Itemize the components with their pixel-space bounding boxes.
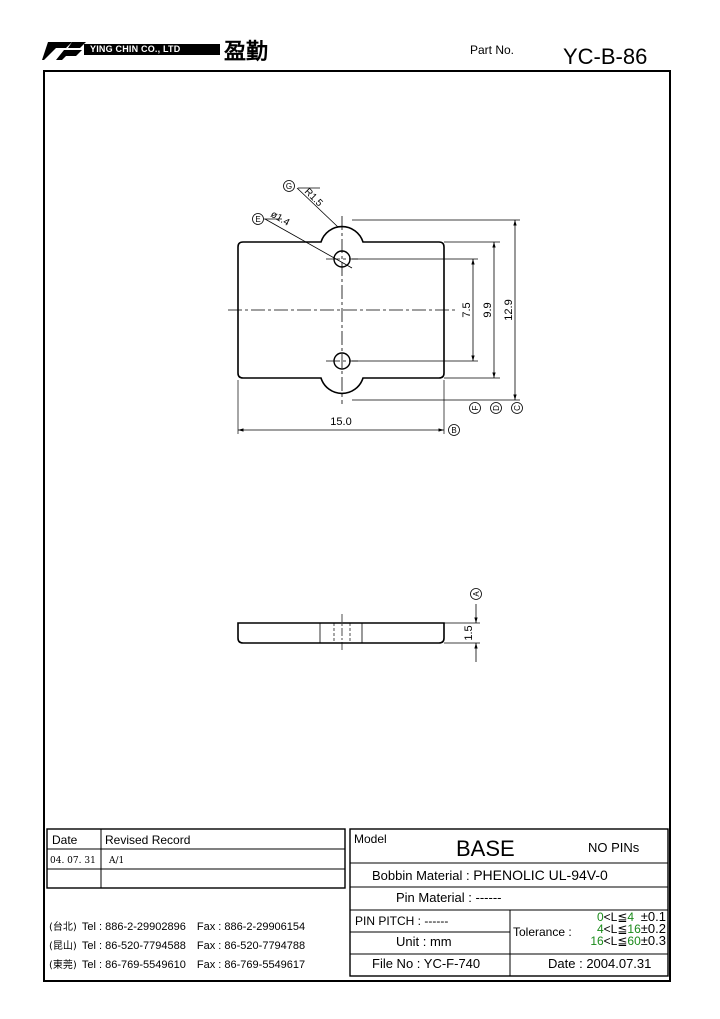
file-no-value: YC-F-740 xyxy=(423,956,481,971)
tag-g: G xyxy=(286,182,292,191)
company-name-cn: 盈勤 xyxy=(224,39,269,65)
dim-radius-text: R1.5 xyxy=(302,186,325,209)
office-row: (東莞) Tel : 86-769-5549610 Fax : 86-769-5… xyxy=(49,958,305,973)
side-view-outline xyxy=(237,622,445,644)
office-city: (昆山) xyxy=(49,941,77,952)
rev-row-record: A/1 xyxy=(109,856,125,866)
tag-c: C xyxy=(513,405,522,411)
office-fax: Fax : 86-769-5549617 xyxy=(196,959,306,971)
pin-material-row: Pin Material : ------ xyxy=(396,891,501,905)
rev-row-date: 04. 07. 31 xyxy=(50,856,96,866)
office-tel: Tel : 86-769-5549610 xyxy=(81,959,186,971)
date-label: Date : xyxy=(548,956,583,971)
logo-mark-icon xyxy=(42,42,86,60)
rev-record-header: Revised Record xyxy=(105,833,191,847)
logo-bar xyxy=(84,44,220,55)
office-city: (台北) xyxy=(49,922,77,933)
tag-d: D xyxy=(492,405,501,411)
pin-pitch-value: ------ xyxy=(424,914,449,928)
company-name-en: YING CHIN CO., LTD xyxy=(90,44,181,54)
pin-material-label: Pin Material : xyxy=(396,890,472,905)
tag-a: A xyxy=(472,591,481,597)
tag-e: E xyxy=(255,215,260,224)
unit-row: Unit : mm xyxy=(396,935,452,949)
model-value: BASE xyxy=(456,836,515,861)
bobbin-material-label: Bobbin Material : xyxy=(372,868,470,883)
unit-label: Unit : xyxy=(396,934,427,949)
model-label: Model xyxy=(354,832,387,846)
date-row: Date : 2004.07.31 xyxy=(548,957,651,971)
office-fax: Fax : 886-2-29906154 xyxy=(196,921,306,933)
pin-pitch-label: PIN PITCH : xyxy=(355,914,422,928)
plate-outline xyxy=(237,225,445,395)
office-tel: Tel : 886-2-29902896 xyxy=(81,921,186,933)
tolerance-list: 0<L≦4 ±0.1 4<L≦16±0.2 16<L≦60±0.3 xyxy=(584,909,666,948)
dim-total-text: 12.9 xyxy=(503,299,515,320)
dim-pitch-text: 7.5 xyxy=(461,302,473,317)
tolerance-row: 16<L≦60±0.3 xyxy=(590,933,666,948)
office-tel: Tel : 86-520-7794588 xyxy=(81,940,186,952)
tolerance-label: Tolerance : xyxy=(513,925,572,939)
tolerance-row: 0<L≦4 ±0.1 xyxy=(596,909,666,924)
part-no-label: Part No. xyxy=(470,43,515,57)
dim-width-text: 15.0 xyxy=(330,416,351,428)
pin-pitch-row: PIN PITCH : ------ xyxy=(355,914,448,928)
part-no-value: YC-B-86 xyxy=(563,44,648,69)
rev-date-header: Date xyxy=(52,833,78,847)
file-no-row: File No : YC-F-740 xyxy=(372,957,480,971)
drawing-frame xyxy=(43,70,671,982)
file-no-label: File No : xyxy=(372,956,421,971)
office-row: (昆山) Tel : 86-520-7794588 Fax : 86-520-7… xyxy=(49,939,305,954)
dim-inner-text: 9.9 xyxy=(482,302,494,317)
center-lines xyxy=(228,216,456,404)
dim-thickness-text: 1.5 xyxy=(463,625,475,640)
dim-hole-text: ø1.4 xyxy=(269,209,292,229)
date-value: 2004.07.31 xyxy=(586,956,652,971)
office-city: (東莞) xyxy=(49,960,77,971)
tag-b: B xyxy=(451,426,456,435)
tag-f: F xyxy=(471,405,480,410)
tolerance-row: 4<L≦16±0.2 xyxy=(596,921,666,936)
pin-material-value: ------ xyxy=(475,890,502,905)
bobbin-material-row: Bobbin Material : PHENOLIC UL-94V-0 xyxy=(372,868,608,883)
office-row: (台北) Tel : 886-2-29902896 Fax : 886-2-29… xyxy=(49,920,305,935)
pins-value: NO PINs xyxy=(588,840,640,855)
unit-value: mm xyxy=(429,934,452,949)
bobbin-material-value: PHENOLIC UL-94V-0 xyxy=(473,867,608,883)
office-fax: Fax : 86-520-7794788 xyxy=(196,940,306,952)
